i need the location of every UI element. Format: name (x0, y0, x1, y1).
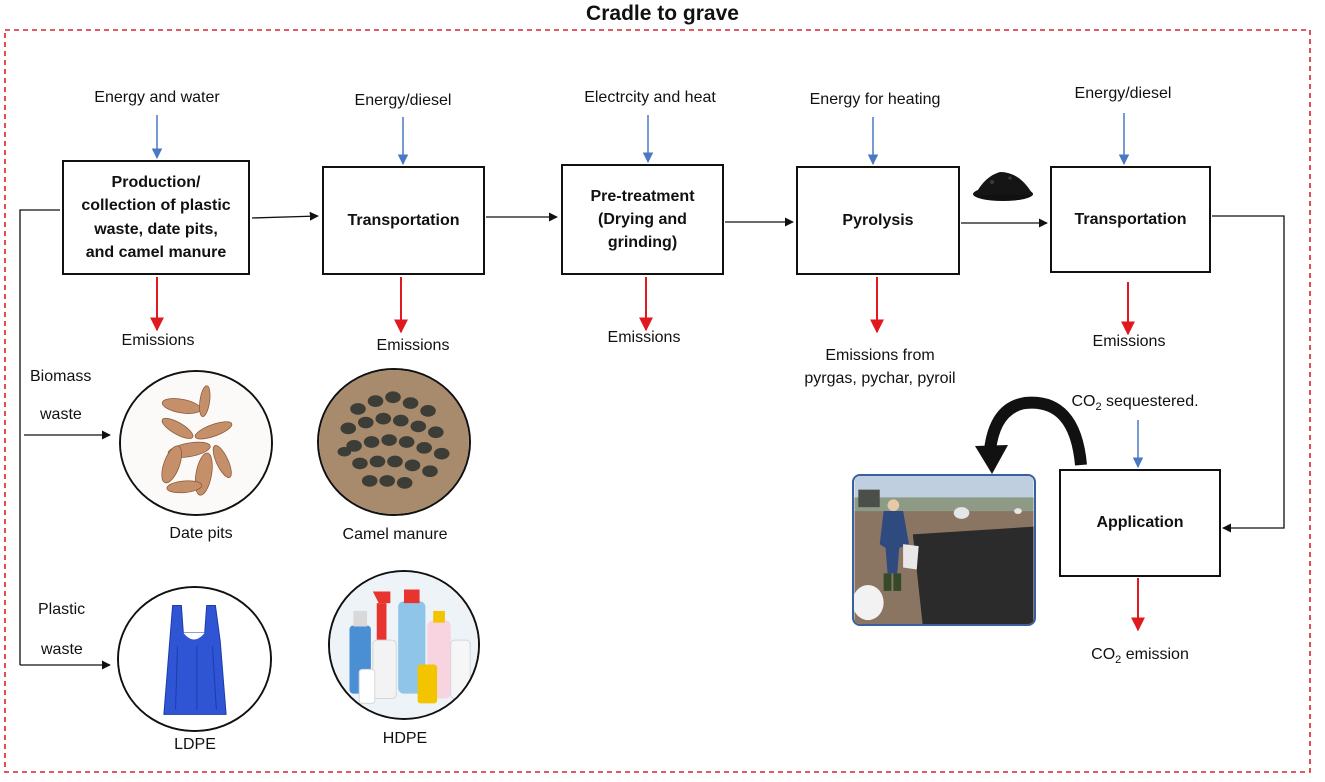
stage-production-line3: waste, date pits, (94, 220, 218, 238)
cradle-to-grave-frame (4, 29, 1311, 773)
stage-pretreatment-line2: (Drying and (598, 210, 687, 228)
emission-label-transport2: Emissions (1092, 333, 1166, 350)
input-label-transport1: Energy/diesel (354, 92, 452, 109)
date-pits-caption: Date pits (169, 525, 233, 542)
co2-emission-prefix: CO (1091, 646, 1116, 663)
co2-sequestered-suffix: sequestered. (1101, 393, 1199, 410)
emission-pyrolysis-line1: Emissions from (825, 347, 935, 364)
input-label-application: CO2 sequestered. (1060, 393, 1210, 413)
stage-production-line1: Production/ (111, 174, 201, 192)
stage-pretreatment-line1: Pre-treatment (590, 187, 695, 205)
stage-pretreatment-line3: grinding) (607, 234, 678, 252)
stage-transport1-label: Transportation (347, 211, 460, 229)
input-label-pyrolysis: Energy for heating (809, 91, 941, 108)
flow-arrow-5 (1212, 215, 1285, 533)
input-label-production: Energy and water (94, 89, 220, 106)
stage-pretreatment-box: Pre-treatment (Drying and grinding) (561, 164, 724, 275)
stage-application-label: Application (1096, 514, 1184, 532)
input-label-transport2: Energy/diesel (1074, 85, 1172, 102)
co2-emission-suffix: emission (1121, 646, 1189, 663)
emission-label-pretreatment: Emissions (607, 329, 681, 346)
flow-arrow-1 (251, 211, 319, 221)
hdpe-caption: HDPE (382, 730, 428, 747)
plastic-label-line2: waste (41, 641, 83, 658)
field-application-photo (852, 474, 1036, 626)
emission-label-application: CO2 emission (1080, 646, 1200, 666)
biomass-label-line2: waste (40, 406, 82, 423)
diagram-title: Cradle to grave (586, 2, 739, 25)
biomass-label-line1: Biomass (30, 368, 92, 385)
stage-pyrolysis-box: Pyrolysis (796, 166, 960, 275)
biochar-pile-icon (973, 172, 1033, 201)
camel-manure-caption: Camel manure (342, 526, 448, 543)
stage-transport1-box: Transportation (322, 166, 485, 275)
plastic-label-line1: Plastic (38, 601, 86, 618)
emission-label-production: Emissions (121, 332, 195, 349)
stage-production-line4: and camel manure (85, 243, 227, 261)
reuse-curved-arrow (975, 396, 1087, 474)
stage-pyrolysis-label: Pyrolysis (842, 211, 914, 229)
stage-production-box: Production/ collection of plastic waste,… (62, 160, 250, 275)
emission-pyrolysis-line2: pyrgas, pychar, pyroil (804, 370, 956, 388)
ldpe-caption: LDPE (174, 736, 216, 753)
hdpe-image (328, 570, 480, 720)
camel-manure-image (317, 368, 471, 516)
date-pits-image (119, 370, 273, 516)
stage-application-box: Application (1059, 469, 1221, 577)
stage-transport2-box: Transportation (1050, 166, 1211, 273)
co2-sequestered-sub: 2 (1095, 401, 1102, 414)
co2-sequestered-prefix: CO (1071, 393, 1096, 410)
co2-emission-sub: 2 (1115, 654, 1122, 667)
feedstock-branch-line (19, 209, 60, 665)
stage-production-line2: collection of plastic (81, 197, 231, 215)
input-label-pretreatment: Electrcity and heat (584, 89, 716, 106)
emission-label-transport1: Emissions (376, 337, 450, 354)
emission-label-pyrolysis: Emissions from pyrgas, pychar, pyroil (800, 344, 960, 390)
stage-transport2-label: Transportation (1074, 210, 1187, 228)
ldpe-image (117, 586, 272, 732)
